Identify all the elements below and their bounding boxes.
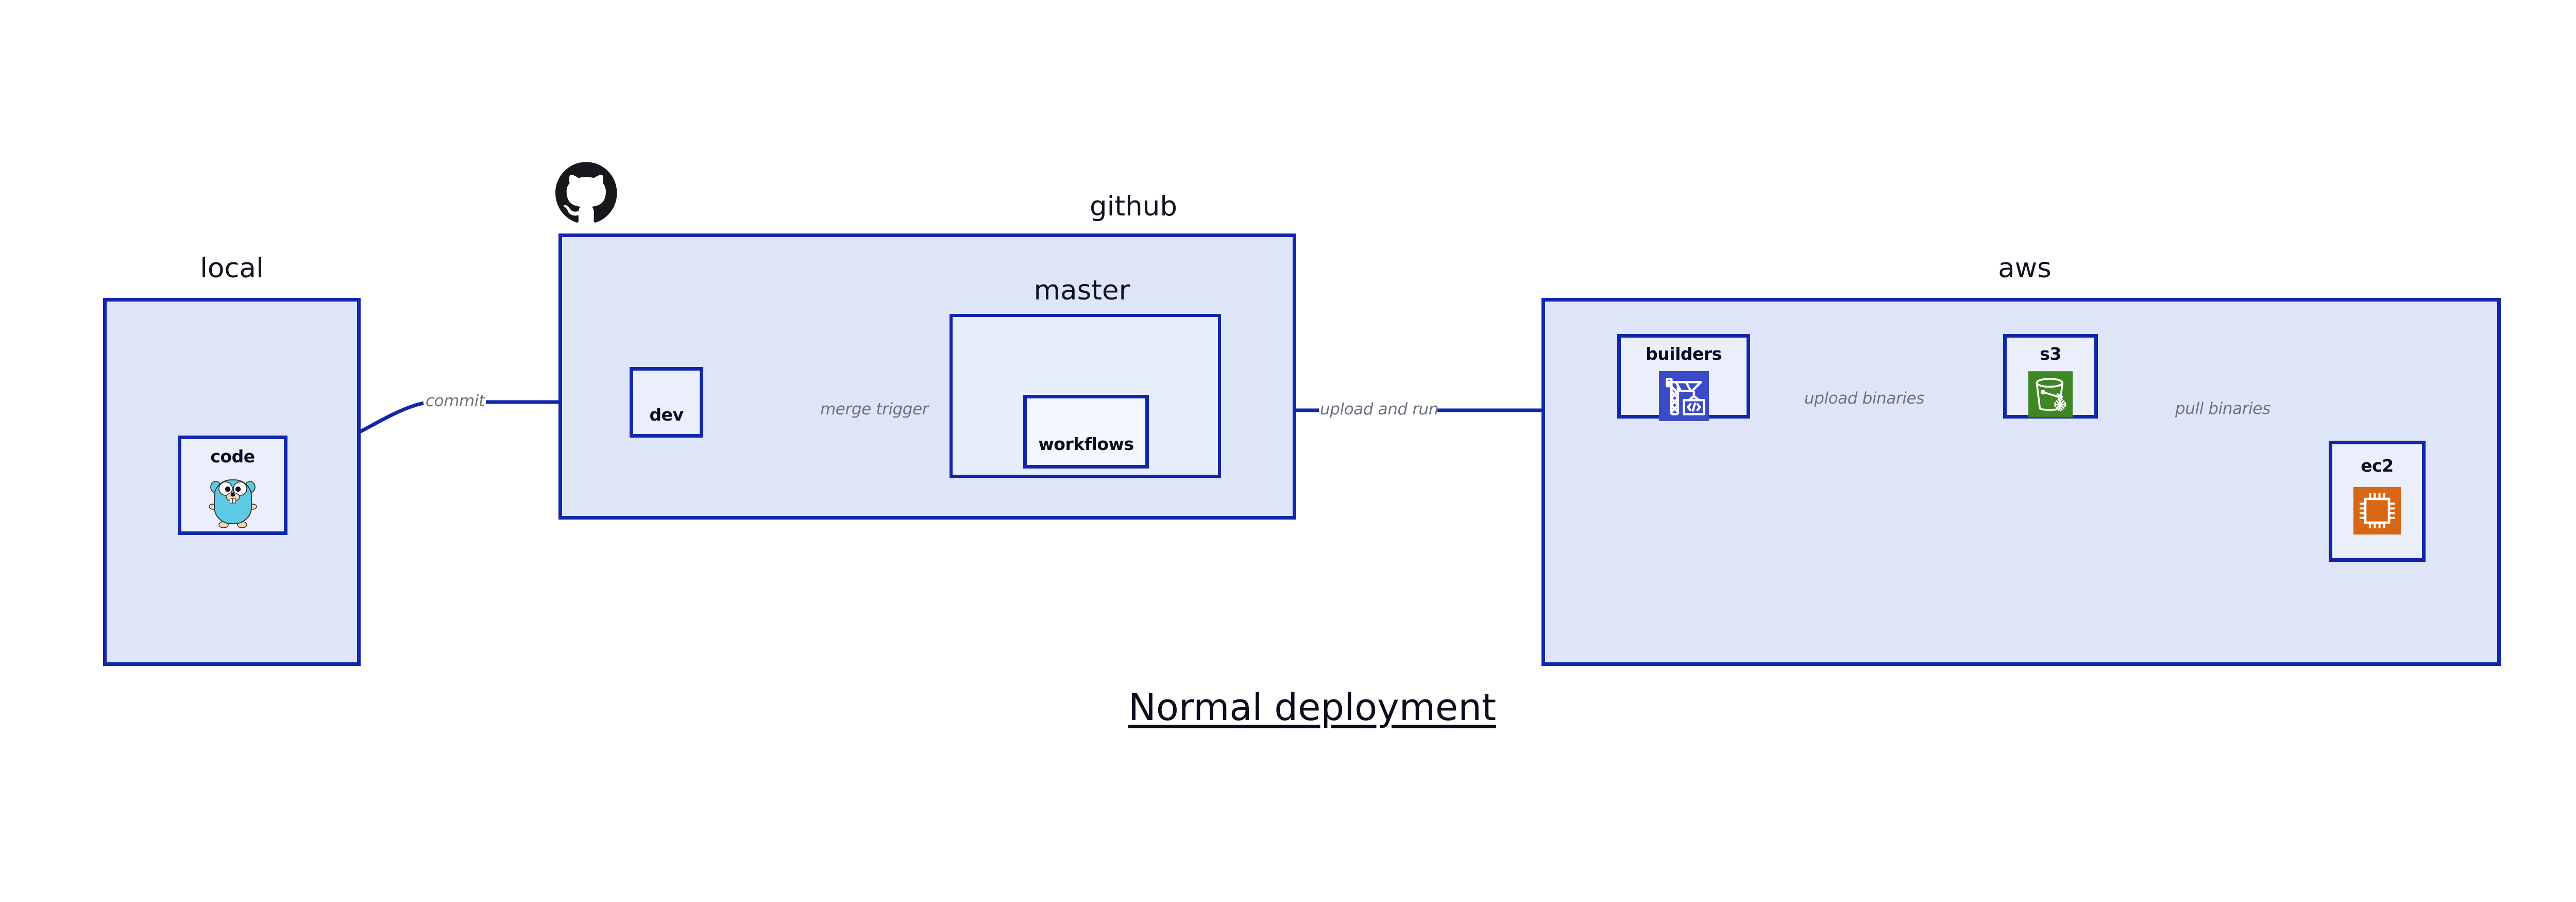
github-group-title: github <box>1090 191 1177 222</box>
diagram-caption: Normal deployment <box>1128 686 1497 729</box>
node-s3[interactable]: s3 <box>2003 334 2098 419</box>
node-code-label: code <box>210 446 255 466</box>
node-builders[interactable]: builders <box>1617 334 1750 421</box>
node-workflows-label: workflows <box>1038 434 1134 454</box>
node-builders-label: builders <box>1646 344 1722 364</box>
node-dev[interactable]: dev <box>630 367 703 438</box>
github-octocat-icon <box>555 161 617 224</box>
edge-label-upload-binaries: upload binaries <box>1804 389 1924 408</box>
node-ec2[interactable]: ec2 <box>2329 441 2426 562</box>
node-code[interactable]: code <box>178 436 287 535</box>
edge-label-pull-binaries: pull binaries <box>2175 399 2270 418</box>
aws-group-title: aws <box>1998 253 2052 284</box>
edge-label-commit: commit <box>426 392 485 410</box>
local-group-title: local <box>200 253 264 284</box>
aws-s3-bucket-icon <box>2028 371 2073 420</box>
edge-label-merge-trigger: merge trigger <box>820 400 929 419</box>
master-group-title: master <box>1033 275 1130 306</box>
node-dev-label: dev <box>649 405 684 425</box>
edge-label-upload-and-run: upload and run <box>1320 400 1439 419</box>
node-ec2-label: ec2 <box>2361 456 2394 476</box>
node-s3-label: s3 <box>2040 344 2061 364</box>
aws-ec2-chip-icon <box>2353 487 2401 537</box>
aws-builders-crane-icon <box>1658 371 1709 423</box>
node-workflows[interactable]: workflows <box>1023 395 1149 469</box>
go-gopher-icon <box>207 474 259 530</box>
